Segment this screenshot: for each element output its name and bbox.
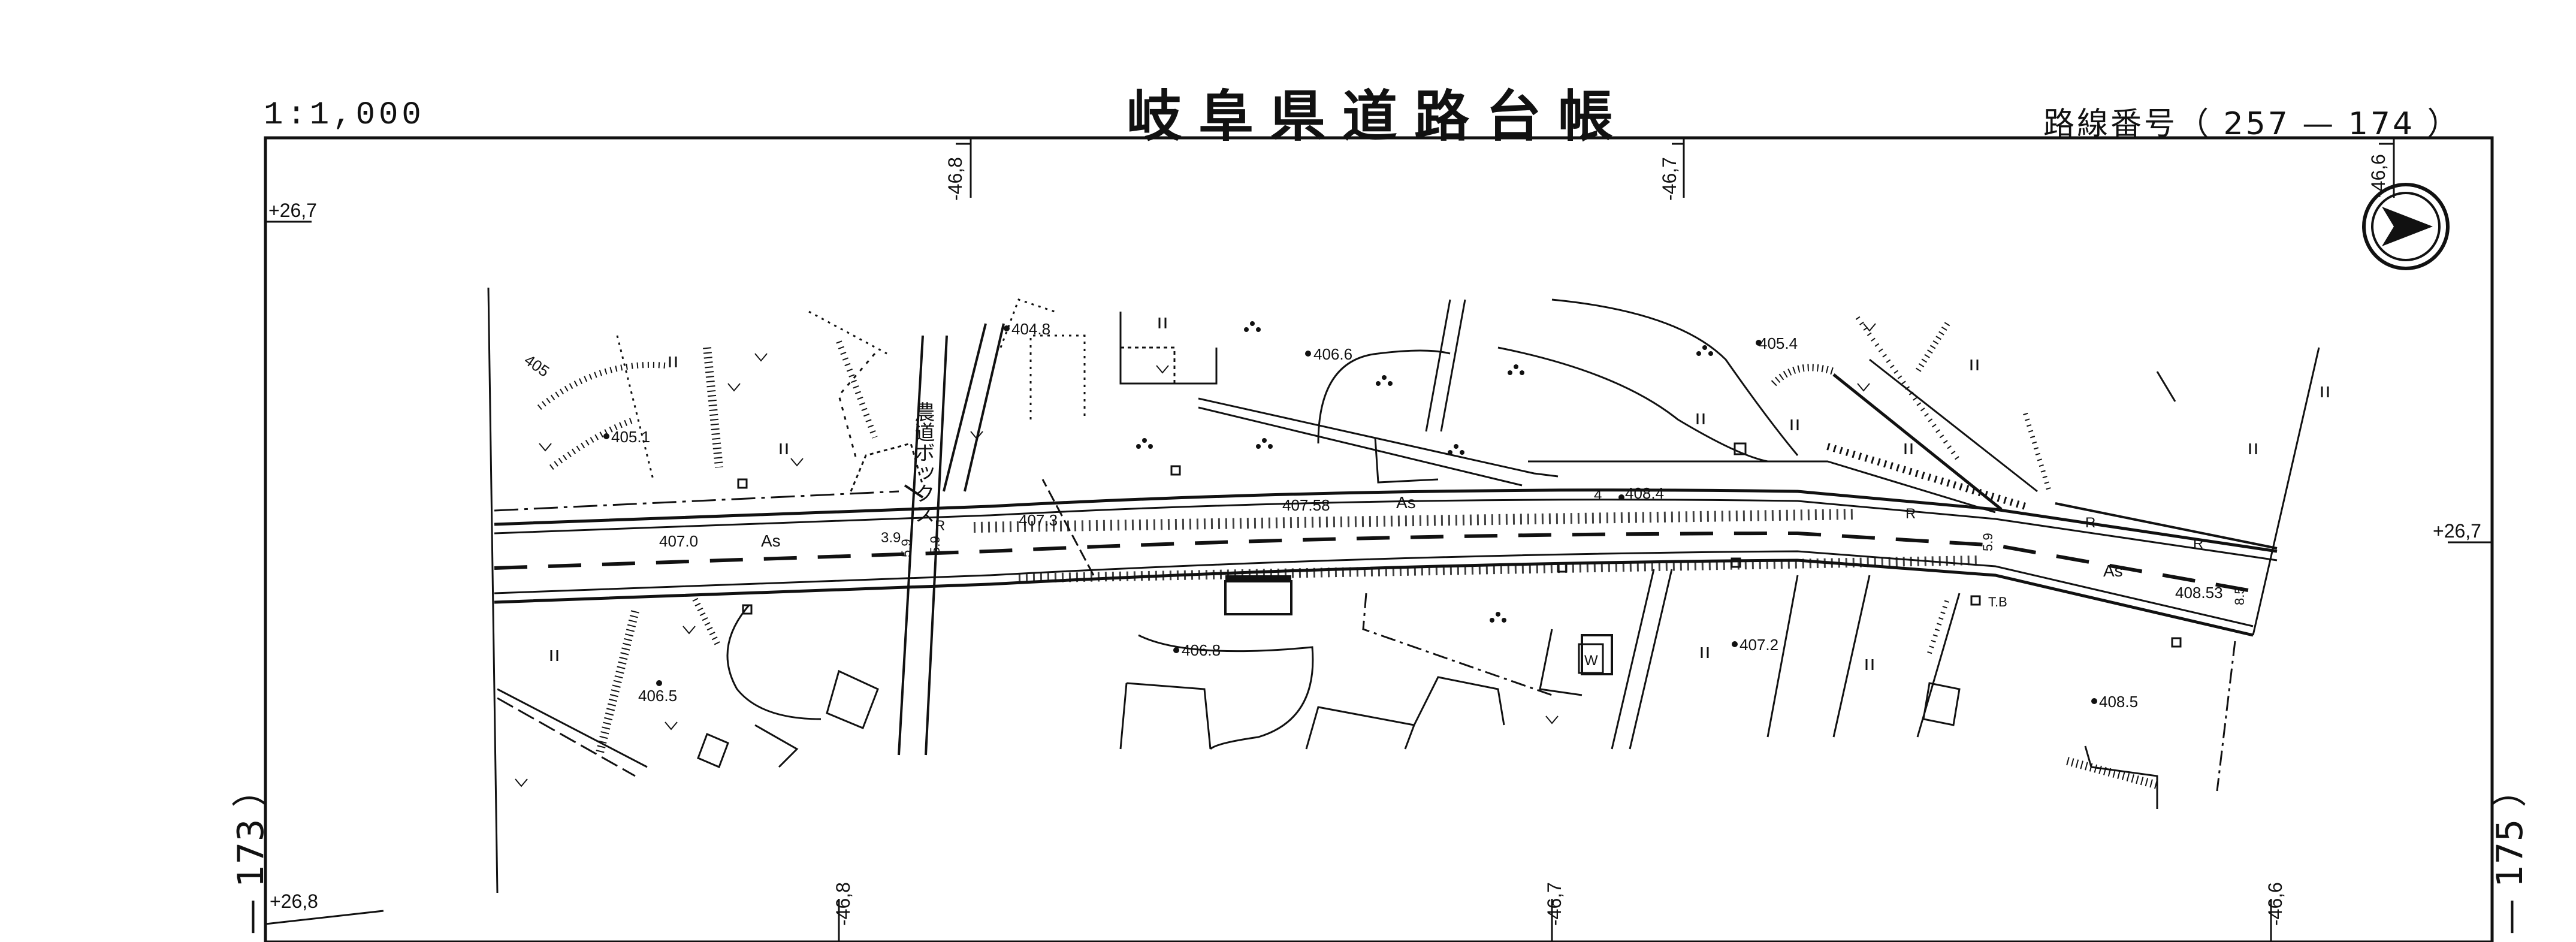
width-w1: 3.9	[881, 530, 901, 546]
elevation-e3: 406.6	[1313, 345, 1352, 363]
drain-symbols	[737, 442, 2182, 648]
surface-label-2: As	[1396, 493, 1416, 512]
grid-label-bottom-left: +26,8	[270, 890, 318, 912]
grid-label-top-2: -46,7	[1659, 157, 1680, 201]
elevation-e1: 405.1	[611, 428, 650, 446]
retaining-wall-r2: R	[1905, 506, 1916, 522]
width-w4: 4	[1594, 487, 1602, 503]
elevation-e10: 406.5	[638, 687, 677, 705]
box-culvert-label: 農道ボックス	[911, 401, 934, 524]
retaining-wall-r3: R	[2085, 515, 2095, 531]
elevation-e13: 408.53	[2175, 584, 2223, 602]
orchard-symbols	[1136, 321, 1713, 623]
farm-road-crossing	[898, 323, 1005, 756]
elevation-e5: 407.0	[659, 532, 698, 550]
grid-label-bottom-3: -46,6	[2264, 882, 2286, 926]
north-arrow-icon	[2362, 183, 2450, 270]
elevation-e4: 405.4	[1759, 334, 1798, 352]
grid-label-bottom-1: -46,8	[832, 882, 854, 926]
grid-label-bottom-2: -46,7	[1544, 882, 1565, 926]
surface-label-3: As	[2103, 561, 2123, 580]
field-symbols	[550, 318, 2329, 670]
vegetation-symbols	[515, 323, 1876, 787]
well-icon	[1578, 643, 1604, 674]
route-number: 路線番号（ 257 — 174 ）	[2043, 106, 2461, 142]
contour-label: 405	[521, 351, 553, 380]
grid-label-right: +26,7	[2433, 520, 2481, 542]
elevation-e2: 404.8	[1011, 320, 1050, 338]
map-scale: 1:1,000	[264, 97, 425, 134]
grid-label-top-1: -46,8	[944, 157, 966, 201]
retaining-wall-r4: R	[2193, 536, 2203, 552]
elevation-e11: 407.2	[1740, 636, 1778, 654]
main-road	[494, 358, 2278, 637]
width-w6: 8.5	[2232, 587, 2247, 605]
surface-label-1: As	[761, 532, 781, 550]
width-w2: 5.9	[899, 539, 914, 557]
well-label: W	[1584, 653, 1598, 669]
elevation-e8: 408.4	[1625, 484, 1664, 502]
elevation-e9: 406.8	[1182, 641, 1221, 659]
retaining-wall-r1: R	[935, 518, 945, 534]
benchmark-label: T.B	[1988, 594, 2007, 609]
next-sheet-number: — 175 ）	[2489, 771, 2531, 935]
previous-sheet-number: — 173 ）	[230, 771, 272, 935]
map-border	[264, 136, 2494, 942]
elevation-e7: 407.58	[1282, 496, 1330, 514]
grid-label-top-3: -46,6	[2367, 154, 2389, 198]
grid-label-top-left: +26,7	[268, 200, 317, 221]
elevation-e6: 407.3	[1019, 511, 1058, 529]
elevation-e12: 408.5	[2099, 693, 2138, 711]
width-w5: 5.9	[1980, 533, 1995, 551]
width-w3: 5.9	[928, 536, 943, 554]
